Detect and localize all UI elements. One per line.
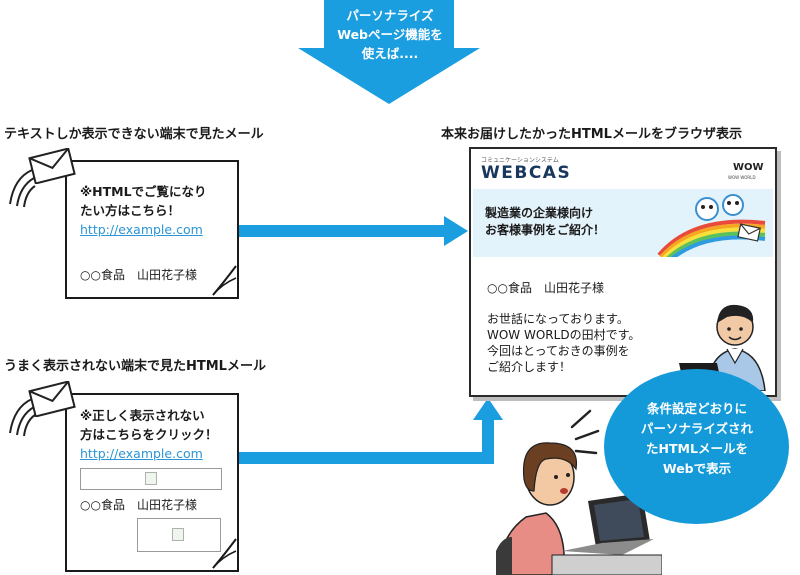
arrow-html-to-browser <box>232 398 503 464</box>
broken-html-line-2: 方はこちらをクリック！ <box>80 427 218 442</box>
callout-line-1: 条件設定どおりに <box>646 401 747 416</box>
text-only-mail-card <box>65 160 239 299</box>
broken-image-photo <box>137 518 221 552</box>
callout-line-3: たHTMLメールを <box>646 441 748 456</box>
banner-line-2: お客様事例をご紹介！ <box>485 223 606 237</box>
callout-text: 条件設定どおりに パーソナライズされ たHTMLメールを Webで表示 <box>618 399 776 479</box>
top-arrow <box>298 0 480 104</box>
broken-image-icon <box>145 472 157 485</box>
woman-at-laptop-illustration <box>496 409 662 575</box>
email-banner: 製造業の企業様向け お客様事例をご紹介！ <box>473 189 773 257</box>
motion-lines-icon <box>9 169 36 208</box>
callout-line-2: パーソナライズされ <box>640 421 754 436</box>
wow-logo-caption: WOW WORLD <box>728 175 756 180</box>
browser-view-heading: 本来お届けしたかったHTMLメールをブラウザ表示 <box>441 127 742 142</box>
webcas-logo: WEBCAS <box>481 163 572 183</box>
email-addressee: ○○食品 山田花子様 <box>487 281 604 295</box>
brand-caption: コミュニケーションシステム <box>481 157 559 164</box>
rainbow-illustration <box>657 194 766 257</box>
broken-html-mail-body: ※正しく表示されない 方はこちらをクリック！ http://example.co… <box>80 406 218 463</box>
arrow-text-to-browser <box>232 216 468 246</box>
text-only-heading: テキストしか表示できない端末で見たメール <box>4 127 264 142</box>
banner-line-1: 製造業の企業様向け <box>485 206 594 220</box>
email-body: お世話になっております。 WOW WORLDの田村です。 今回はとっておきの事例… <box>487 311 640 375</box>
broken-html-heading: うまく表示されない端末で見たHTMLメール <box>4 359 266 374</box>
broken-html-line-1: ※正しく表示されない <box>80 408 205 423</box>
text-only-mail-body: ※HTMLでご覧になり たい方はこちら！ http://example.com <box>80 182 207 239</box>
top-arrow-line-3: 使えば.... <box>361 46 419 61</box>
motion-lines-icon <box>9 398 36 437</box>
envelope-icon <box>28 381 76 417</box>
callout-line-4: Webで表示 <box>662 461 732 476</box>
html-email-preview: コミュニケーションシステム WEBCAS WOW WOW WORLD 製造業の企… <box>469 147 777 397</box>
banner-text: 製造業の企業様向け お客様事例をご紹介！ <box>485 205 605 239</box>
email-body-line-3: 今回はとっておきの事例を <box>487 344 630 358</box>
page-curl <box>200 264 237 296</box>
text-only-link[interactable]: http://example.com <box>80 222 203 237</box>
text-only-line-1: ※HTMLでご覧になり <box>80 184 207 199</box>
callout-bubble <box>604 369 789 524</box>
text-only-line-2: たい方はこちら！ <box>80 203 181 218</box>
text-only-addressee: ○○食品 山田花子様 <box>80 268 197 282</box>
page-curl <box>200 537 237 569</box>
broken-html-addressee: ○○食品 山田花子様 <box>80 498 197 512</box>
top-arrow-text: パーソナライズ Webページ機能を 使えば.... <box>330 6 450 63</box>
top-arrow-line-2: Webページ機能を <box>337 27 443 42</box>
broken-image-banner <box>80 468 222 490</box>
top-arrow-line-1: パーソナライズ <box>346 8 434 23</box>
envelope-icon <box>28 148 76 184</box>
broken-html-link[interactable]: http://example.com <box>80 446 203 461</box>
mascot-illustration <box>695 194 744 221</box>
email-body-line-2: WOW WORLDの田村です。 <box>487 328 641 342</box>
email-body-line-1: お世話になっております。 <box>487 312 629 326</box>
broken-image-icon <box>172 528 184 541</box>
email-body-line-4: ご紹介します！ <box>487 360 572 374</box>
wow-logo: WOW <box>733 162 764 173</box>
